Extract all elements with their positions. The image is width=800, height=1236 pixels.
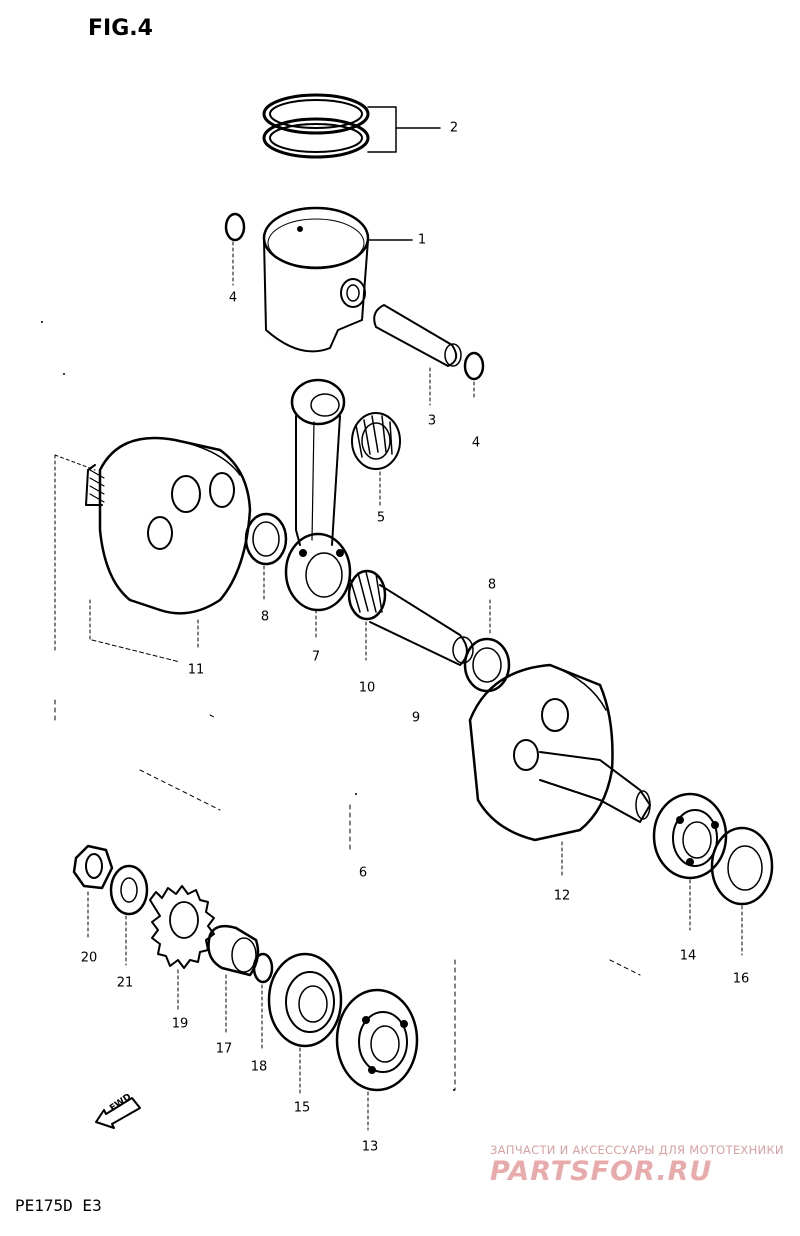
- crank-pin: [347, 569, 474, 666]
- small-end-needle-bearing: [351, 412, 401, 506]
- primary-drive-gear: [149, 885, 215, 1011]
- o-ring: [252, 952, 274, 1051]
- piston-pin: [373, 304, 462, 406]
- callout-19: 19: [171, 1016, 189, 1032]
- oil-seal-right: [710, 826, 774, 956]
- callout-11: 11: [187, 662, 205, 678]
- callout-12: 12: [553, 888, 571, 904]
- figure-title: FIG.4: [88, 16, 153, 41]
- callout-6: 6: [358, 865, 368, 881]
- oil-seal-left: [267, 952, 343, 1096]
- main-bearing-right: [652, 792, 728, 931]
- callout-2: 2: [449, 120, 459, 136]
- callout-20: 20: [80, 950, 98, 966]
- callout-10: 10: [358, 680, 376, 696]
- circlip-left: [224, 212, 246, 286]
- watermark-tagline: ЗАПЧАСТИ И АКСЕССУАРЫ ДЛЯ МОТОТЕХНИКИ: [490, 1143, 784, 1157]
- connecting-rod: [284, 378, 352, 641]
- callout-16: 16: [732, 971, 750, 987]
- crankshaft-right-half: [468, 663, 651, 876]
- scan-specks: [41, 321, 455, 1091]
- piston-rings: [262, 93, 441, 159]
- callout-4-left: 4: [228, 290, 238, 306]
- main-bearing-left: [335, 988, 419, 1131]
- callout-7: 7: [311, 649, 321, 665]
- callout-8-right: 8: [487, 577, 497, 593]
- assembly-guide-lines: [54, 699, 641, 1091]
- nut: [72, 844, 114, 941]
- callout-21: 21: [116, 975, 134, 991]
- callout-3: 3: [427, 413, 437, 429]
- model-code: PE175D E3: [15, 1196, 102, 1215]
- thrust-washer-right: [463, 599, 511, 693]
- crankshaft-left-half: [54, 436, 252, 663]
- callout-17: 17: [215, 1041, 233, 1057]
- callout-18: 18: [250, 1059, 268, 1075]
- callout-14: 14: [679, 948, 697, 964]
- spacer: [207, 924, 260, 1036]
- callout-1: 1: [417, 232, 427, 248]
- callout-13: 13: [361, 1139, 379, 1155]
- watermark-logo: PARTSFOR.RU: [490, 1156, 713, 1187]
- thrust-washer-left: [244, 512, 288, 601]
- callout-5: 5: [376, 510, 386, 526]
- washer: [109, 864, 149, 966]
- callout-15: 15: [293, 1100, 311, 1116]
- callout-4-right: 4: [471, 435, 481, 451]
- forward-arrow-icon: [95, 1097, 141, 1129]
- callout-9: 9: [411, 710, 421, 726]
- piston: [262, 206, 413, 353]
- circlip-right: [463, 351, 485, 401]
- callout-8-left: 8: [260, 609, 270, 625]
